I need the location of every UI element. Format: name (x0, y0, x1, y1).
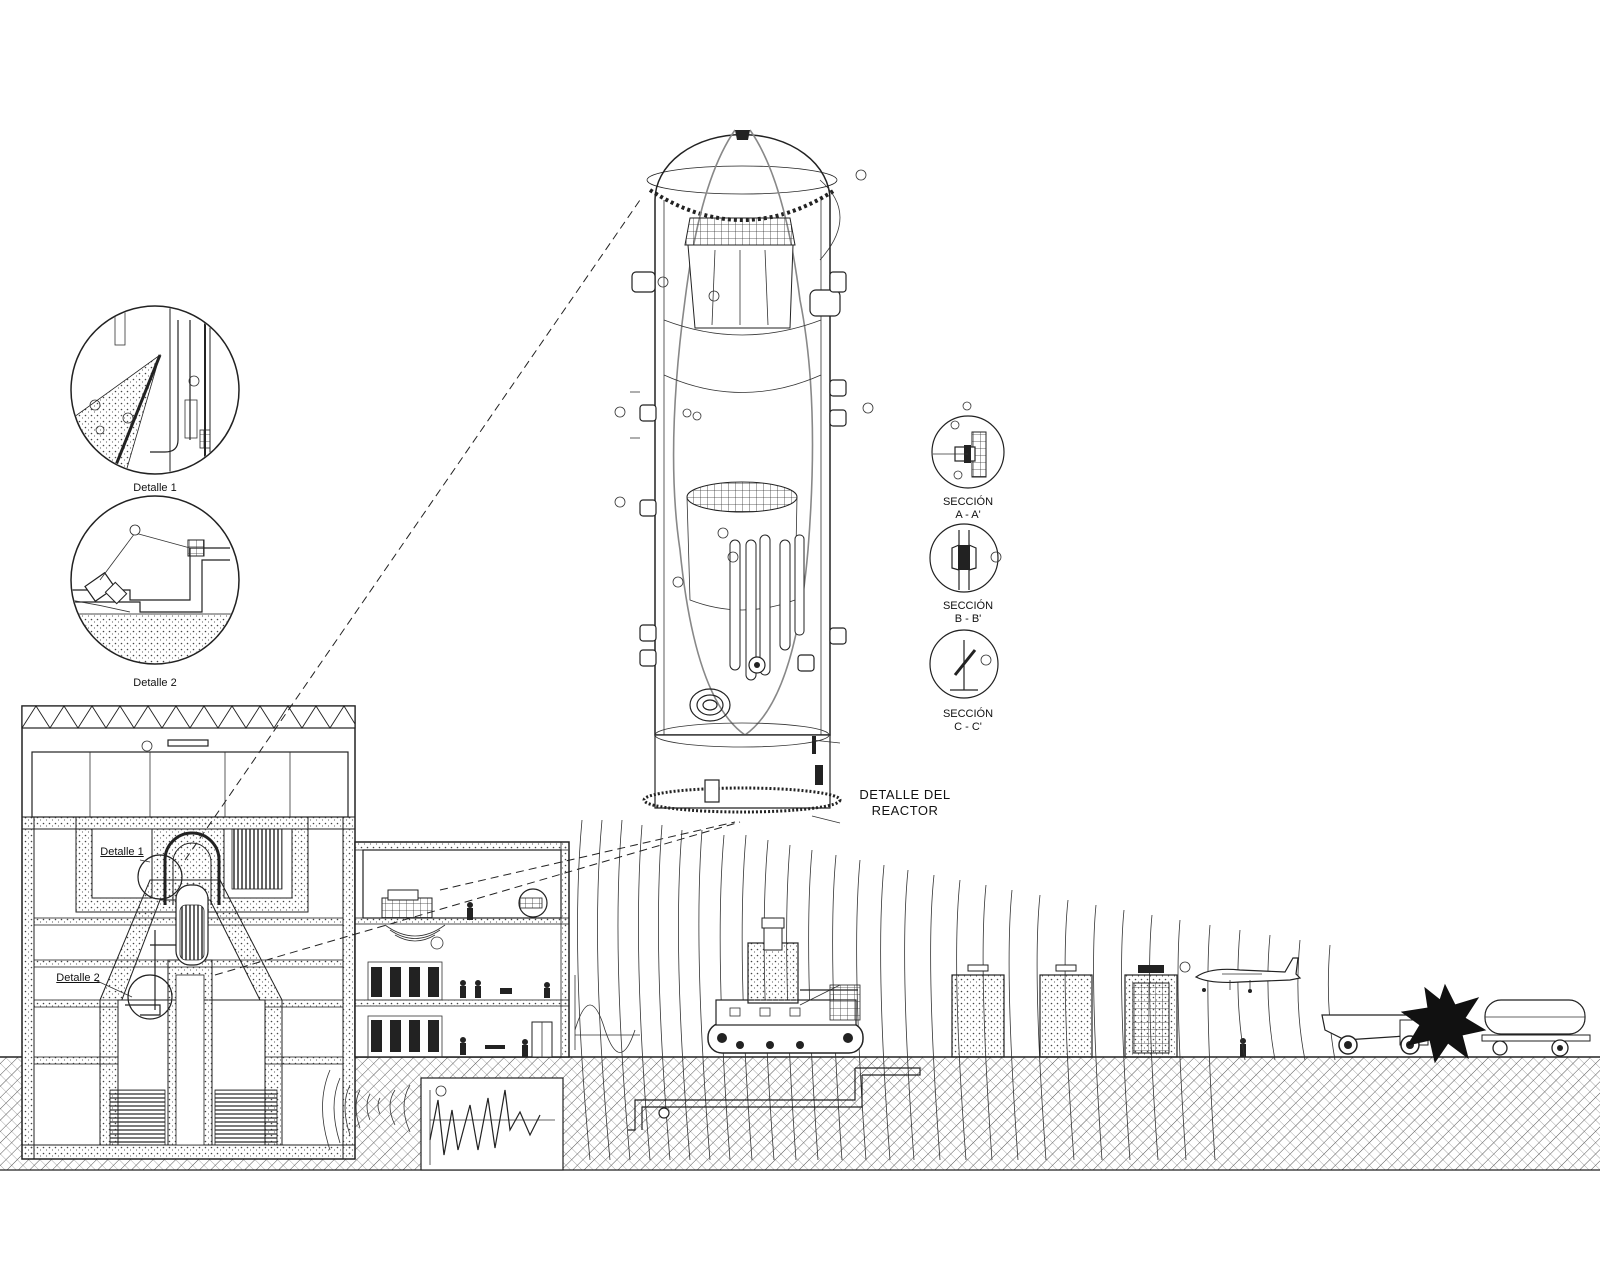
section-a-view (931, 401, 1005, 489)
person-figure (460, 902, 1246, 1057)
seismic-chart (322, 1069, 564, 1171)
detail-2-marker-label: Detalle 2 (56, 972, 100, 984)
auxiliary-building (354, 841, 570, 1058)
crawler-crane (707, 917, 864, 1054)
reactor-title-line2: REACTOR (871, 803, 939, 818)
section-b-subtitle: B - B' (954, 613, 982, 625)
tanker-truck (1481, 999, 1591, 1057)
section-a-title: SECCIÓN (942, 496, 994, 508)
section-c-title: SECCIÓN (942, 708, 994, 720)
underground-pipe (628, 1067, 921, 1131)
section-c-subtitle: C - C' (954, 721, 982, 733)
dump-truck (1321, 1014, 1429, 1055)
detail-1-view (70, 305, 240, 475)
section-c-view (929, 629, 999, 699)
airplane (1194, 957, 1302, 993)
detail-1-caption: Detalle 1 (133, 482, 177, 494)
containment-building (21, 705, 356, 1160)
reactor-title-line1: DETALLE DEL (859, 787, 951, 802)
section-a-subtitle: A - A' (955, 509, 981, 521)
detail-1-marker-circle (137, 854, 183, 900)
wave-graph (574, 975, 640, 1053)
explosion-icon (1400, 983, 1487, 1064)
detail-2-marker-circle (127, 974, 173, 1020)
detail-1-marker-label: Detalle 1 (100, 846, 144, 858)
detail-2-caption: Detalle 2 (133, 677, 177, 689)
reactor-vessel (614, 129, 874, 824)
detail-2-view (70, 495, 240, 665)
section-b-title: SECCIÓN (942, 600, 994, 612)
section-b-view (929, 523, 1002, 593)
storage-tank (951, 961, 1191, 1058)
callout-lines (184, 199, 741, 976)
